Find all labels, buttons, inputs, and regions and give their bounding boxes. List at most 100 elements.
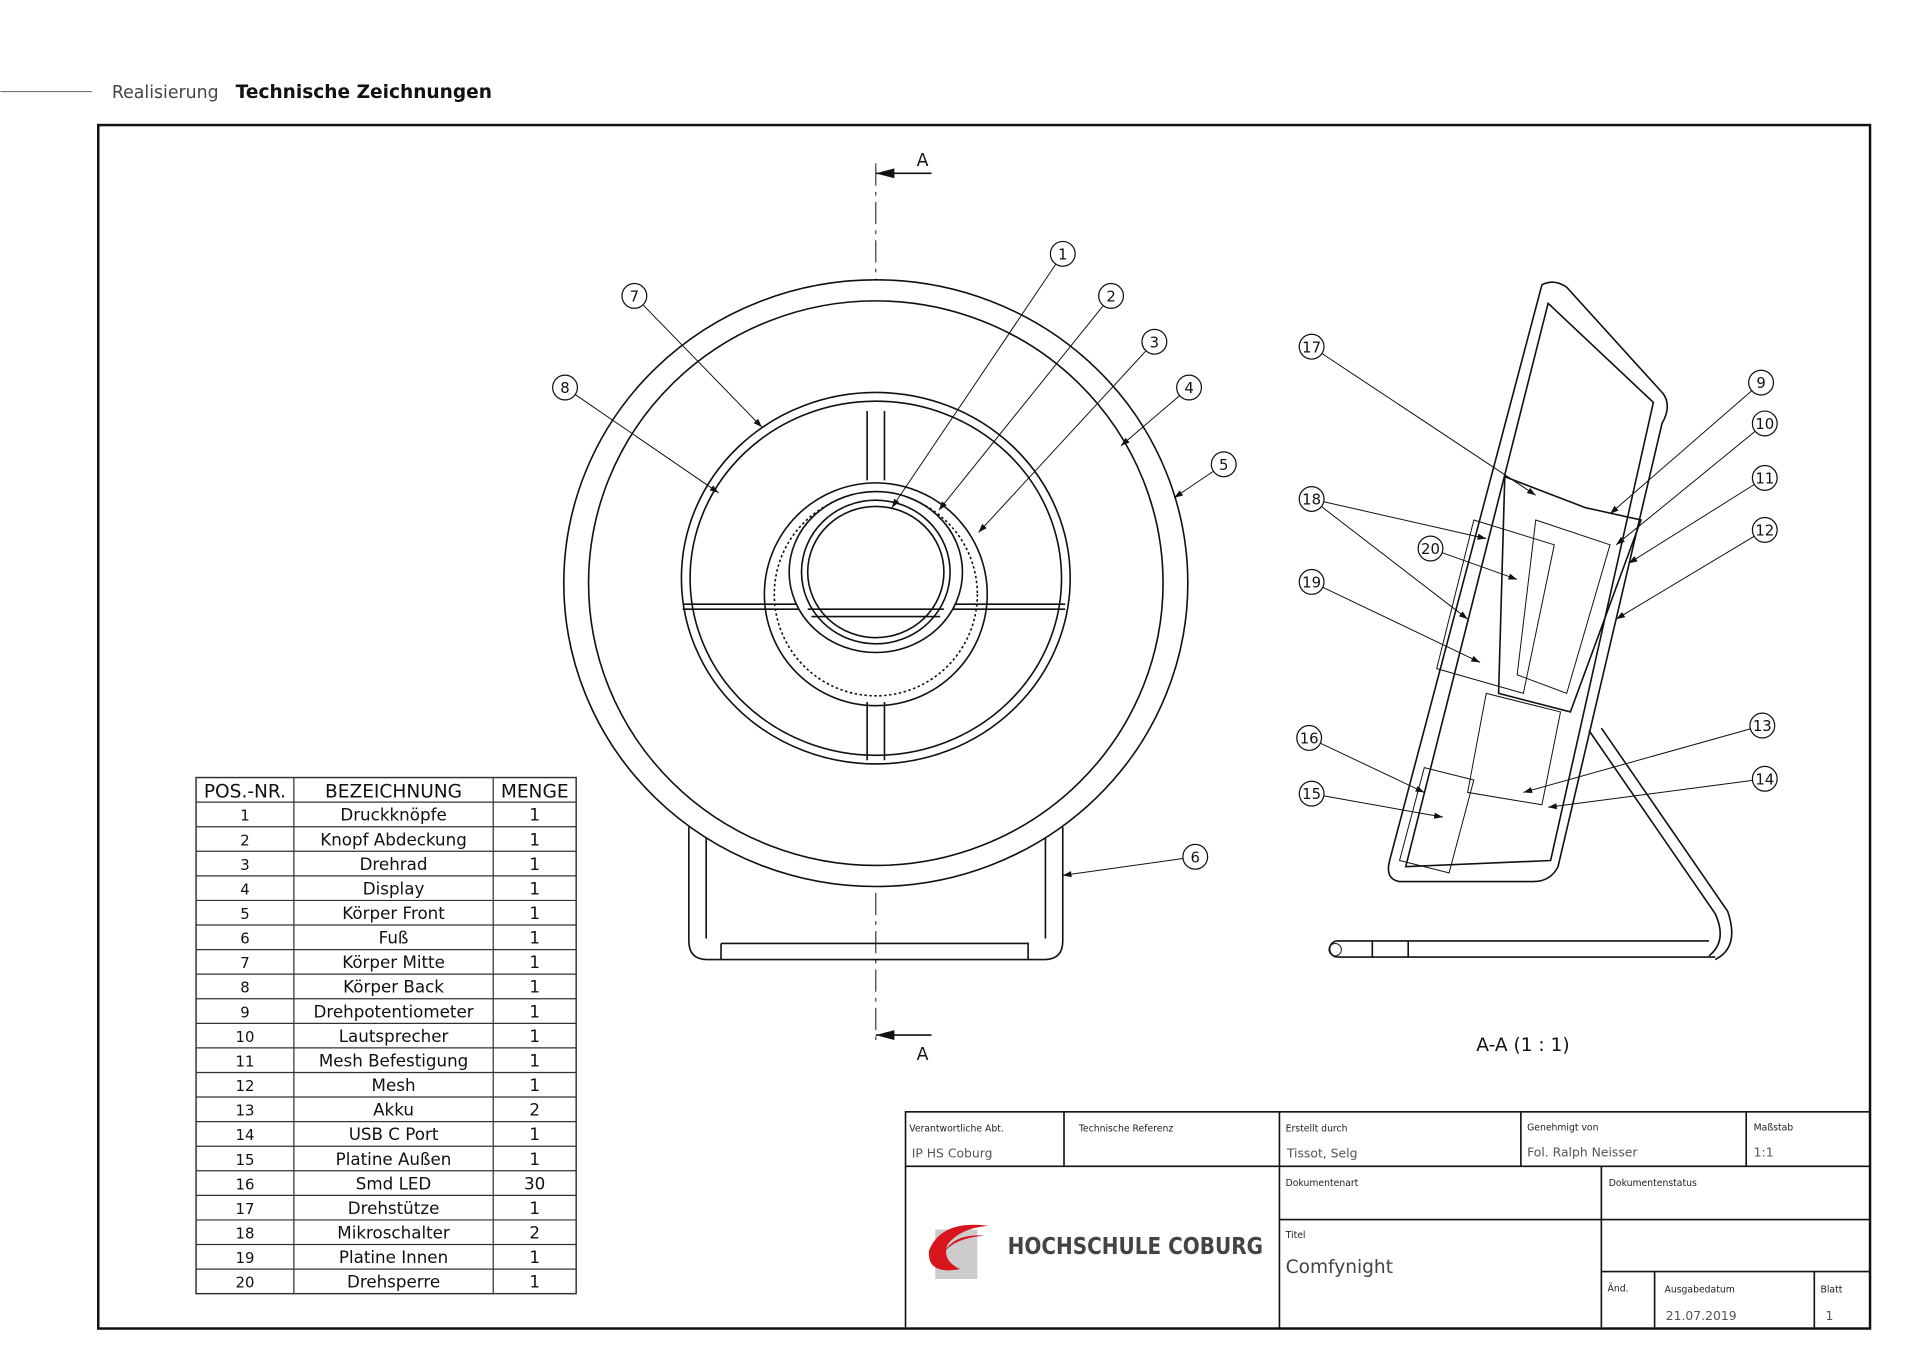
balloon-2: 2 xyxy=(938,282,1125,511)
svg-text:1: 1 xyxy=(529,928,540,948)
svg-text:Dokumentenart: Dokumentenart xyxy=(1286,1178,1359,1189)
leader-line xyxy=(1323,795,1443,818)
svg-text:20: 20 xyxy=(1421,540,1440,558)
svg-text:19: 19 xyxy=(236,1249,255,1267)
svg-text:1: 1 xyxy=(529,1247,540,1267)
leader-line xyxy=(978,350,1147,533)
balloon-17: 17 xyxy=(1298,333,1537,496)
balloon-14: 14 xyxy=(1548,765,1778,810)
svg-text:6: 6 xyxy=(240,930,249,948)
svg-text:18: 18 xyxy=(236,1225,255,1243)
leader-line xyxy=(1322,586,1481,663)
balloon-18: 18 xyxy=(1298,485,1487,620)
svg-text:5: 5 xyxy=(1219,456,1228,474)
leader-line xyxy=(891,263,1057,508)
svg-text:11: 11 xyxy=(1755,469,1774,487)
svg-text:Knopf Abdeckung: Knopf Abdeckung xyxy=(320,829,467,849)
section-view-label: A-A (1 : 1) xyxy=(1476,1035,1569,1056)
svg-text:Drehsperre: Drehsperre xyxy=(347,1272,440,1292)
drawing-title: Comfynight xyxy=(1286,1257,1393,1278)
section-marker-bottom: A xyxy=(875,1030,932,1065)
leader-line xyxy=(1323,501,1487,540)
svg-text:1: 1 xyxy=(1058,245,1067,263)
balloon-7: 7 xyxy=(621,282,763,428)
balloon-12: 12 xyxy=(1615,516,1778,620)
balloon-11: 11 xyxy=(1628,464,1778,564)
svg-text:1: 1 xyxy=(529,1124,540,1144)
svg-text:13: 13 xyxy=(236,1102,255,1120)
svg-text:Blatt: Blatt xyxy=(1821,1285,1843,1296)
svg-text:Platine Außen: Platine Außen xyxy=(336,1149,452,1169)
front-view xyxy=(562,163,1189,1047)
leader-line xyxy=(1441,552,1518,580)
svg-text:Ausgabedatum: Ausgabedatum xyxy=(1665,1285,1735,1296)
balloon-9: 9 xyxy=(1609,369,1775,515)
leader-line xyxy=(1523,728,1751,793)
svg-text:Änd.: Änd. xyxy=(1608,1283,1629,1294)
svg-text:A: A xyxy=(917,151,929,171)
svg-text:Lautsprecher: Lautsprecher xyxy=(339,1026,449,1046)
svg-text:1: 1 xyxy=(240,807,249,825)
section-marker-top: A xyxy=(875,151,932,179)
svg-text:HOCHSCHULE COBURG: HOCHSCHULE COBURG xyxy=(1008,1234,1263,1261)
section-view: A-A (1 : 1) xyxy=(1328,281,1733,1056)
svg-text:19: 19 xyxy=(1302,573,1321,591)
leader-line xyxy=(1062,858,1184,876)
balloon-8: 8 xyxy=(552,374,719,494)
svg-text:17: 17 xyxy=(1302,338,1321,356)
svg-text:12: 12 xyxy=(236,1077,255,1095)
svg-text:12: 12 xyxy=(1755,521,1774,539)
svg-text:Mikroschalter: Mikroschalter xyxy=(337,1223,450,1243)
svg-text:1: 1 xyxy=(529,952,540,972)
svg-text:Fol. Ralph Neisser: Fol. Ralph Neisser xyxy=(1527,1145,1638,1159)
leader-line xyxy=(1615,430,1756,546)
svg-text:Körper Front: Körper Front xyxy=(342,903,445,923)
hochschule-coburg-logo: HOCHSCHULE COBURG xyxy=(928,1224,1263,1279)
leader-line xyxy=(938,305,1104,511)
title-block: Verantwortliche Abt. IP HS Coburg Techni… xyxy=(904,1111,1871,1330)
leader-line xyxy=(642,304,763,428)
svg-text:14: 14 xyxy=(236,1126,255,1144)
svg-text:Mesh: Mesh xyxy=(372,1075,416,1095)
table-row: 6 Fuß 1 xyxy=(240,928,540,948)
svg-text:Fuß: Fuß xyxy=(379,928,409,948)
svg-text:4: 4 xyxy=(1184,379,1193,397)
svg-text:1: 1 xyxy=(1825,1309,1833,1323)
balloon-16: 16 xyxy=(1296,724,1425,793)
svg-text:9: 9 xyxy=(1756,374,1765,392)
svg-text:30: 30 xyxy=(524,1173,545,1193)
svg-text:14: 14 xyxy=(1755,770,1774,788)
svg-text:1: 1 xyxy=(529,1050,540,1070)
svg-text:10: 10 xyxy=(1755,415,1774,433)
svg-text:21.07.2019: 21.07.2019 xyxy=(1666,1309,1737,1323)
svg-text:16: 16 xyxy=(1300,730,1319,748)
balloon-20: 20 xyxy=(1417,535,1518,580)
svg-text:Verantwortliche Abt.: Verantwortliche Abt. xyxy=(909,1124,1004,1135)
svg-text:Erstellt durch: Erstellt durch xyxy=(1286,1124,1348,1135)
svg-text:2: 2 xyxy=(529,1100,540,1120)
svg-text:Mesh Befestigung: Mesh Befestigung xyxy=(319,1050,468,1070)
svg-text:20: 20 xyxy=(236,1274,255,1292)
svg-text:9: 9 xyxy=(240,1003,249,1021)
svg-text:Dokumentenstatus: Dokumentenstatus xyxy=(1609,1178,1697,1189)
svg-text:A: A xyxy=(917,1045,929,1065)
balloon-5: 5 xyxy=(1173,451,1237,499)
leader-line xyxy=(1609,390,1753,515)
svg-text:1: 1 xyxy=(529,854,540,874)
leader-line xyxy=(1628,484,1755,564)
svg-text:15: 15 xyxy=(236,1151,255,1169)
leader-line xyxy=(1120,395,1180,447)
